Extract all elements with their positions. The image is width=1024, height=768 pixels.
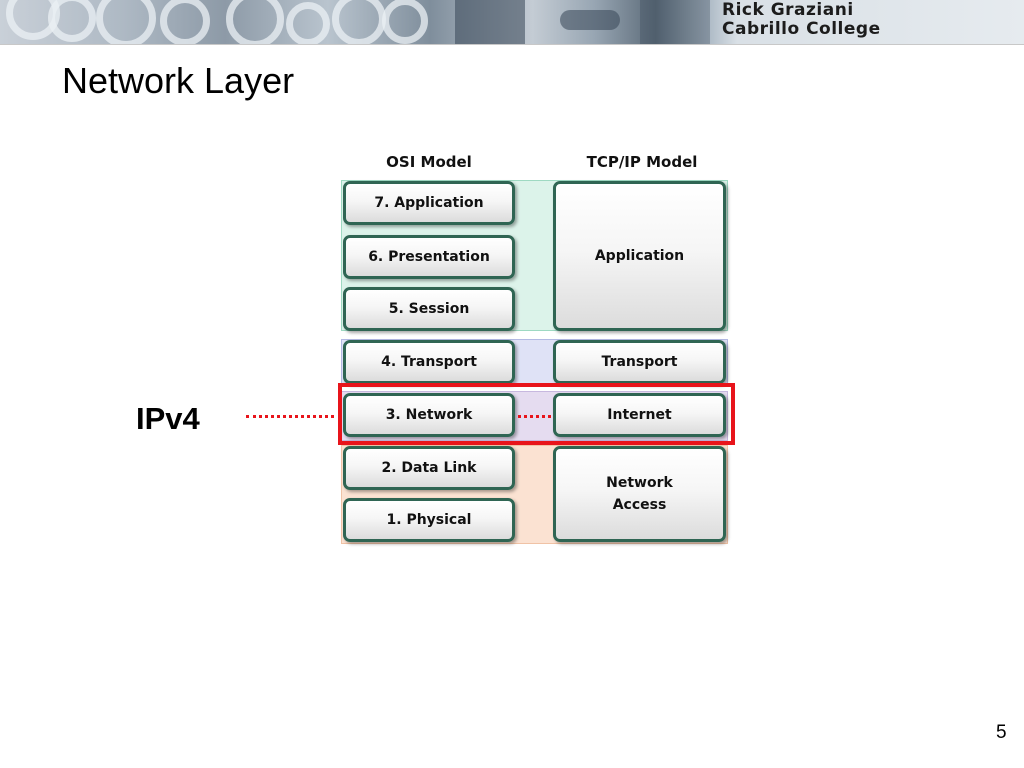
decorative-shape bbox=[455, 0, 525, 44]
network-internet-connector bbox=[518, 415, 551, 418]
osi-layer-application: 7. Application bbox=[343, 181, 515, 225]
decorative-ring bbox=[96, 0, 156, 44]
decorative-ring bbox=[286, 2, 330, 44]
callout-connector bbox=[246, 415, 334, 418]
decorative-ring bbox=[48, 0, 96, 42]
header-banner: Rick Graziani Cabrillo College bbox=[0, 0, 1024, 44]
decorative-ring bbox=[226, 0, 284, 44]
slide-title: Network Layer bbox=[62, 60, 295, 101]
page-number: 5 bbox=[996, 722, 1007, 743]
tcpip-layer-transport: Transport bbox=[553, 340, 726, 384]
institution-name: Cabrillo College bbox=[722, 19, 881, 39]
osi-layer-presentation: 6. Presentation bbox=[343, 235, 515, 279]
author-credit: Rick Graziani Cabrillo College bbox=[722, 1, 1022, 39]
tcpip-layer-application: Application bbox=[553, 181, 726, 331]
osi-layer-data-link: 2. Data Link bbox=[343, 446, 515, 490]
osi-layer-network: 3. Network bbox=[343, 393, 515, 437]
osi-layer-physical: 1. Physical bbox=[343, 498, 515, 542]
network-layer-highlight bbox=[338, 383, 735, 445]
banner-divider bbox=[0, 44, 1024, 45]
osi-layer-session: 5. Session bbox=[343, 287, 515, 331]
author-name: Rick Graziani bbox=[722, 0, 854, 20]
tcpip-layer-internet: Internet bbox=[553, 393, 726, 437]
ipv4-callout-label: IPv4 bbox=[136, 401, 200, 436]
decorative-shape bbox=[640, 0, 710, 44]
osi-model-heading: OSI Model bbox=[386, 153, 472, 171]
tcpip-layer-network-access: Network Access bbox=[553, 446, 726, 542]
decorative-ring bbox=[382, 0, 428, 44]
osi-layer-transport: 4. Transport bbox=[343, 340, 515, 384]
decorative-ring bbox=[332, 0, 386, 44]
tcpip-model-heading: TCP/IP Model bbox=[586, 153, 698, 171]
decorative-ring bbox=[160, 0, 210, 44]
decorative-shape bbox=[560, 10, 620, 30]
